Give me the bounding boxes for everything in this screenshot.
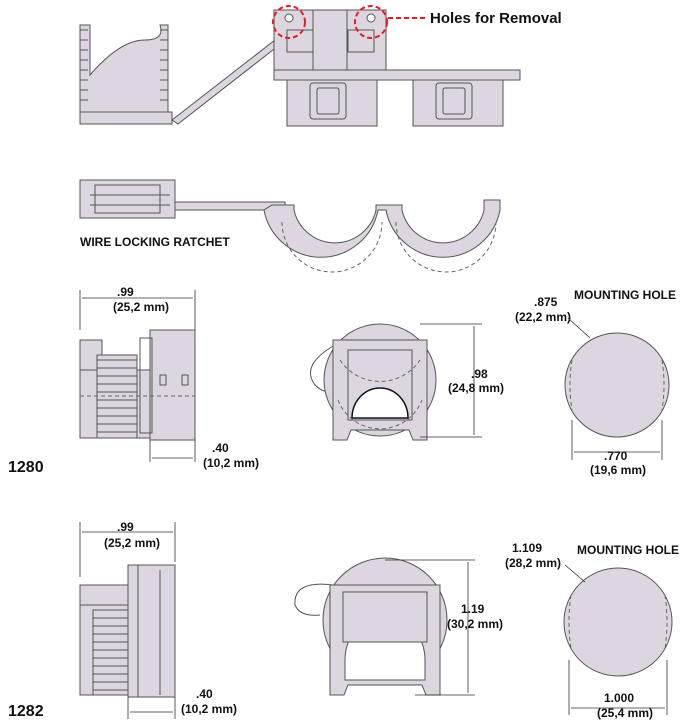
1280-width-inches: .99 [117,285,134,299]
model-1282-label: 1282 [8,703,44,720]
1282-width-mm: (25,2 mm) [104,536,160,550]
1282-hole-width-inches: 1.000 [604,691,634,705]
1282-height-inches: 1.19 [461,602,485,616]
model-1280-side-view: .99 (25,2 mm) .40 (10,2 mm) 1280 [8,285,259,476]
model-1280-front-view: .98 (24,8 mm) [310,323,504,441]
wire-locking-ratchet-label: WIRE LOCKING RATCHET [80,235,230,249]
1280-hole-width-inches: .770 [604,449,628,463]
holes-for-removal-label: Holes for Removal [430,10,562,27]
1282-mounting-hole-title: MOUNTING HOLE [577,543,679,557]
1280-height-inches: .98 [471,367,488,381]
1280-width-mm: (25,2 mm) [113,300,169,314]
top-view-open: WIRE LOCKING RATCHET [79,179,501,273]
1280-hole-height-inches: .875 [534,295,558,309]
1280-depth-inches: .40 [212,441,229,455]
1282-depth-inches: .40 [196,687,213,701]
1282-hole-height-mm: (28,2 mm) [505,556,561,570]
1282-hole-height-inches: 1.109 [512,541,542,555]
model-1282-front-view: 1.19 (30,2 mm) [294,557,503,696]
1280-mounting-hole-title: MOUNTING HOLE [574,288,676,302]
side-view-open: Holes for Removal [79,5,562,127]
model-1282-mounting-hole: MOUNTING HOLE 1.109 (28,2 mm) 1.000 (25,… [505,541,679,720]
model-1280-mounting-hole: MOUNTING HOLE .875 (22,2 mm) .770 (19,6 … [515,288,676,477]
1282-depth-mm: (10,2 mm) [181,702,237,716]
1280-height-mm: (24,8 mm) [448,381,504,395]
model-1280-label: 1280 [8,459,44,476]
1280-depth-mm: (10,2 mm) [203,456,259,470]
1280-hole-height-mm: (22,2 mm) [515,310,571,324]
1282-height-mm: (30,2 mm) [447,617,503,631]
model-1282-side-view: .99 (25,2 mm) .40 (10,2 mm) 1282 [8,520,237,720]
1280-hole-width-mm: (19,6 mm) [590,463,646,477]
1282-width-inches: .99 [117,520,134,534]
1282-hole-width-mm: (25,4 mm) [597,706,653,720]
